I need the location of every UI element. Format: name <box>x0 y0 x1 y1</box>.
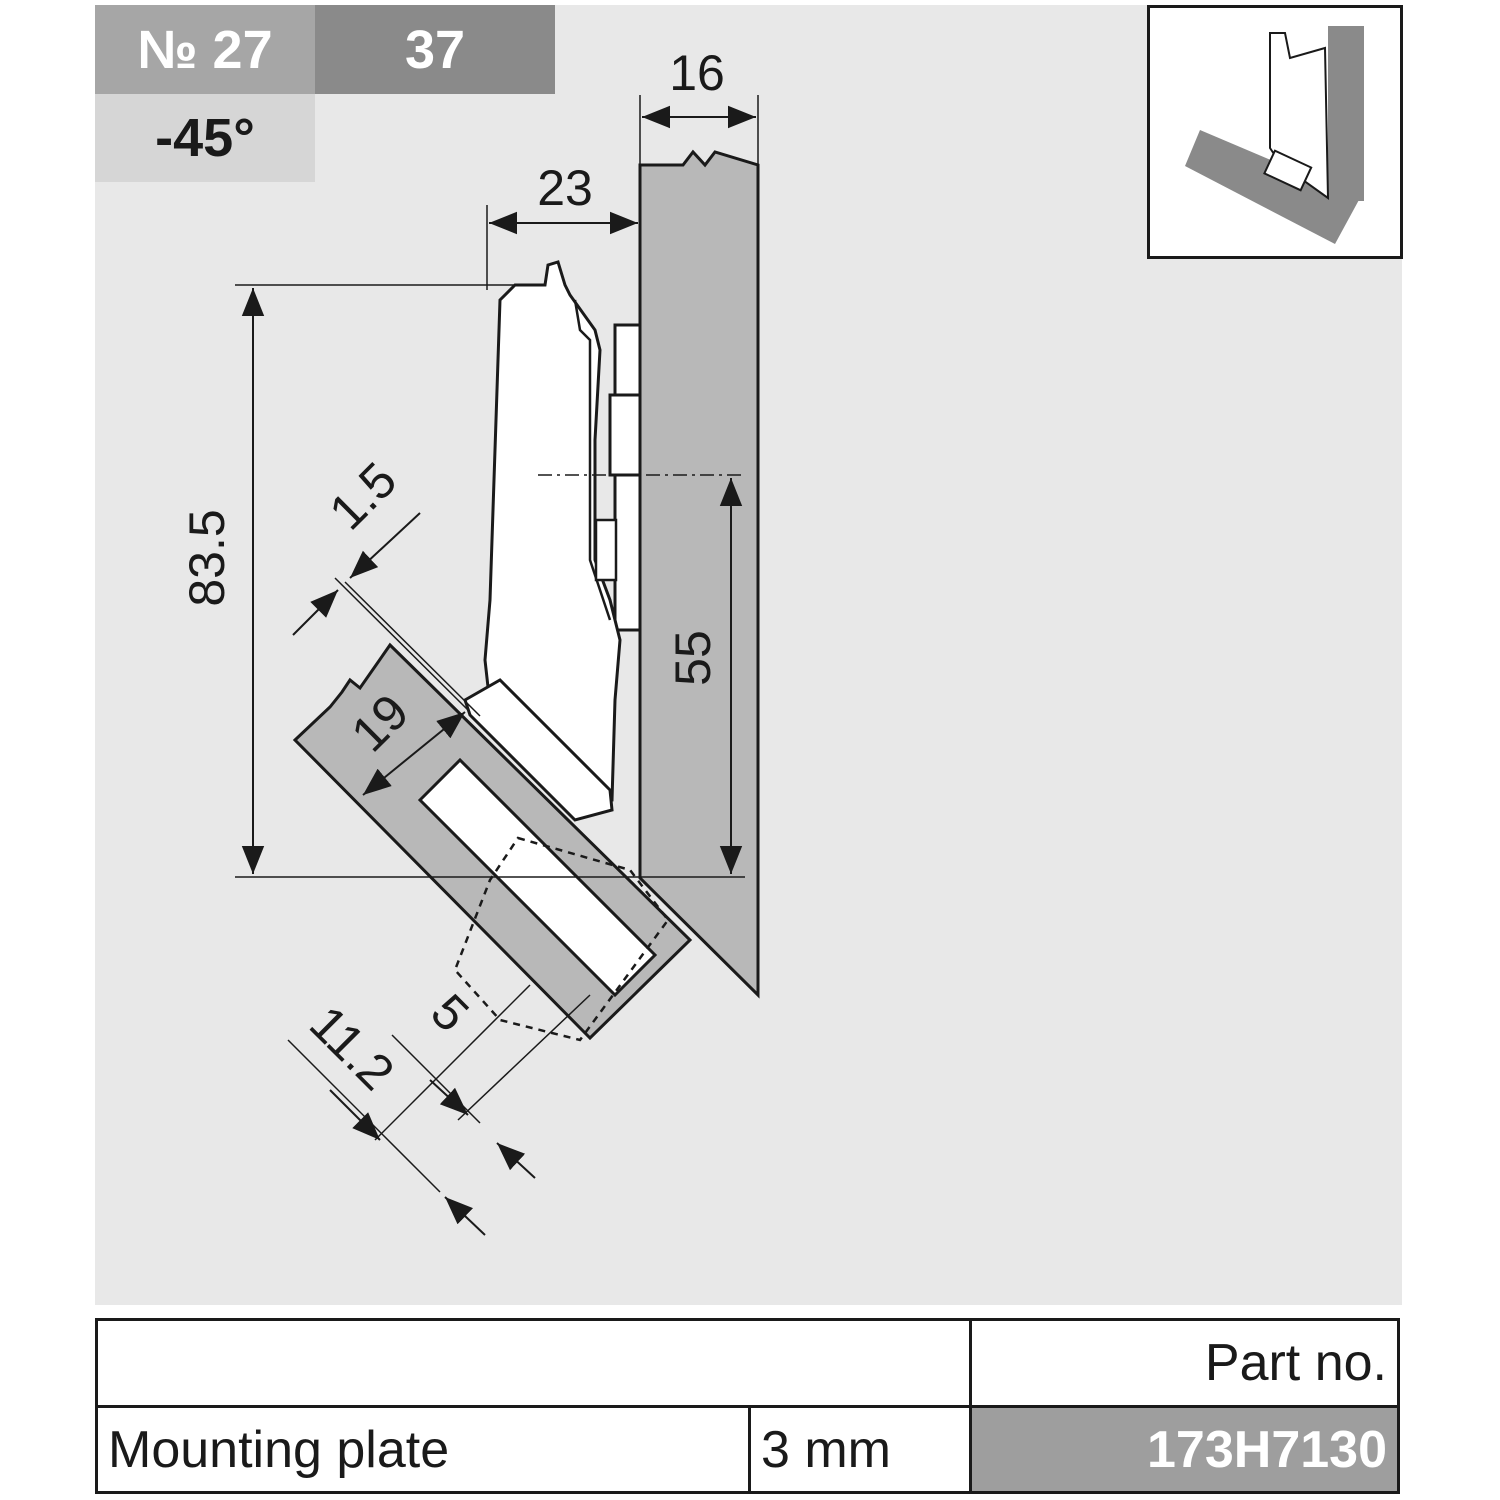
series-badge: 37 <box>315 5 555 94</box>
table-header-part-no: Part no. <box>969 1318 1400 1408</box>
hinge-thumbnail-image <box>1185 26 1364 244</box>
table-row: Mounting plate 3 mm 173H7130 <box>95 1405 1400 1494</box>
dimension-16: 16 <box>669 45 725 101</box>
mounting-plate-detail <box>608 393 642 477</box>
hinge-technical-drawing: 16 23 83.5 55 1.5 19 5 11.2 <box>179 45 760 1236</box>
hinge-arm-inner <box>573 299 612 621</box>
hinge-boss <box>463 678 614 822</box>
hinge-thumbnail <box>1147 5 1403 259</box>
dimension-83-5: 83.5 <box>179 509 235 606</box>
cabinet-side-panel <box>638 149 760 999</box>
angle-badge: -45° <box>95 94 315 182</box>
hinge-adjust-slot <box>594 518 618 582</box>
mounting-plate <box>613 323 642 632</box>
drilling-outline <box>453 836 670 1042</box>
part-size: 3 mm <box>748 1405 972 1494</box>
model-number-badge: № 27 <box>95 5 315 94</box>
dimension-55: 55 <box>665 630 721 686</box>
dimension-23: 23 <box>537 160 593 216</box>
table-header-empty <box>95 1318 972 1408</box>
dimension-1-5: 1.5 <box>319 452 408 541</box>
dimension-11-2: 11.2 <box>299 995 405 1101</box>
parts-table: Part no. Mounting plate 3 mm 173H7130 <box>95 1318 1400 1494</box>
table-header-row: Part no. <box>95 1318 1400 1408</box>
part-description: Mounting plate <box>95 1405 751 1494</box>
part-number: 173H7130 <box>969 1405 1400 1494</box>
dimension-5: 5 <box>420 983 479 1042</box>
